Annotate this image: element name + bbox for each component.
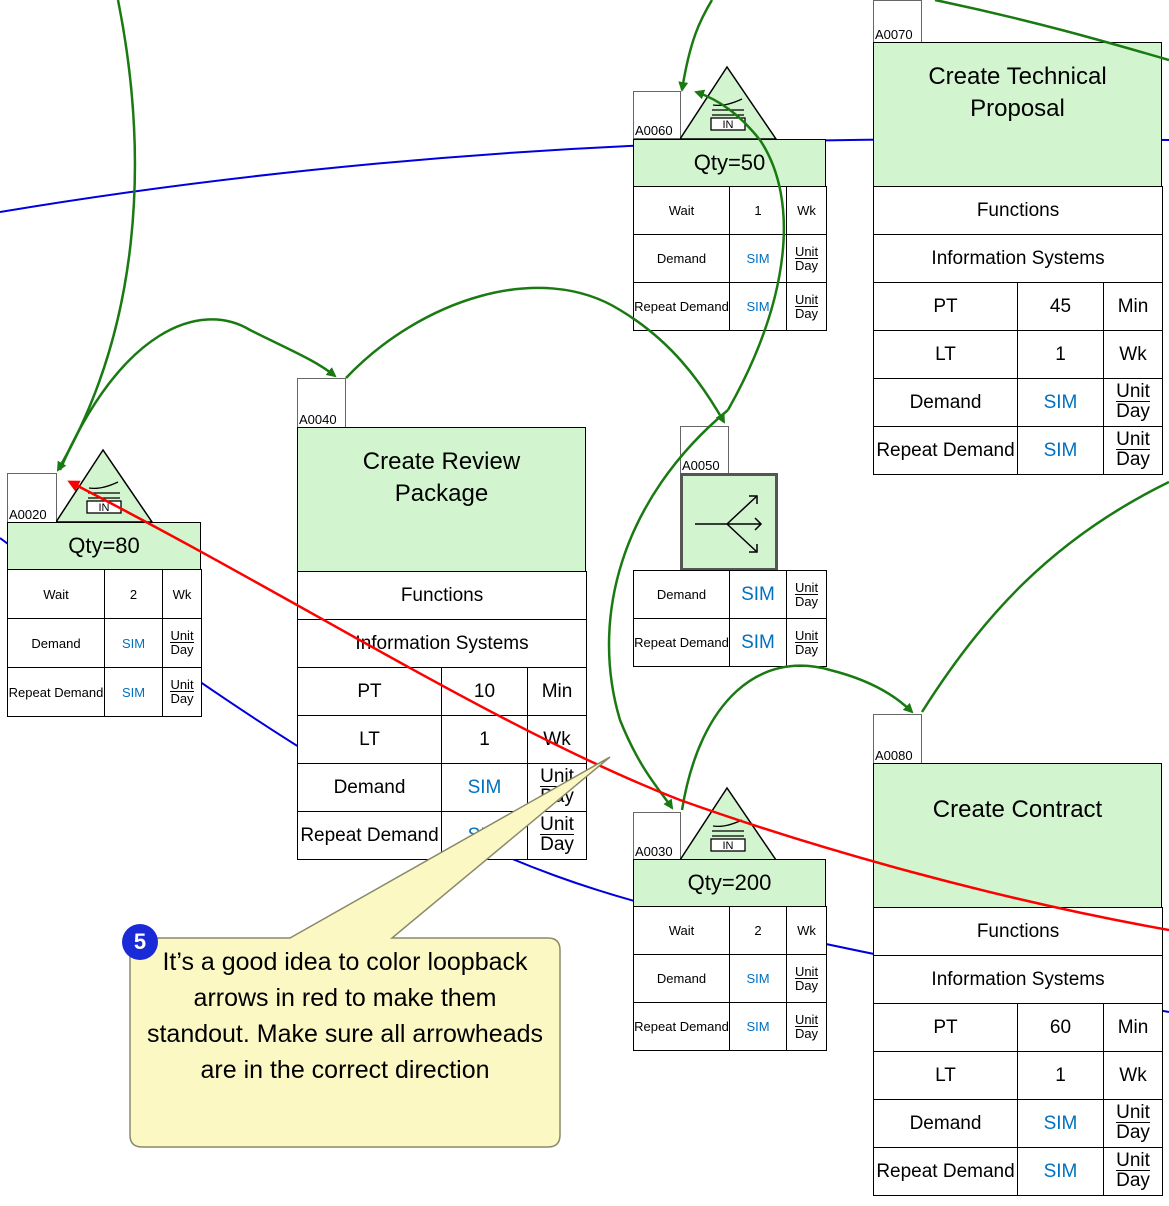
demand-value: SIM xyxy=(104,618,163,668)
process-id-a0040: A0040 xyxy=(297,378,346,428)
repeat-demand-value: SIM xyxy=(729,618,787,667)
process-id-a0080: A0080 xyxy=(873,714,922,764)
demand-label: Demand xyxy=(297,763,442,812)
demand-label: Demand xyxy=(633,954,730,1003)
pt-unit: Min xyxy=(526,667,588,716)
wait-label: Wait xyxy=(633,906,730,955)
demand-value: SIM xyxy=(729,234,787,283)
flow-arrow-into-a0060 xyxy=(678,0,714,92)
pt-unit: Min xyxy=(1102,282,1164,331)
repeat-demand-label: Repeat Demand xyxy=(297,811,442,860)
process-title-a0040: Create Review Package xyxy=(297,427,586,572)
wait-unit: Wk xyxy=(786,186,827,235)
demand-label: Demand xyxy=(7,618,105,668)
flow-arrow-a0050-to-a0030 xyxy=(607,409,729,810)
pt-unit: Min xyxy=(1102,1003,1164,1052)
flow-arrow-a0070-top xyxy=(934,0,1169,62)
wait-unit: Wk xyxy=(162,569,202,619)
lt-label: LT xyxy=(297,715,442,764)
lt-value: 1 xyxy=(1017,330,1104,379)
functions-label: Functions xyxy=(872,907,1164,956)
demand-label: Demand xyxy=(633,570,730,619)
wait-unit: Wk xyxy=(786,906,827,955)
loopback-arrow xyxy=(67,480,1169,932)
flow-arrow-into-a0020 xyxy=(56,0,137,472)
information-systems-label: Information Systems xyxy=(872,234,1164,283)
callout-badge: 5 xyxy=(122,924,158,960)
in-label: IN xyxy=(723,840,734,852)
callout-text: It’s a good idea to color loopback arrow… xyxy=(146,948,544,1084)
callout-number: 5 xyxy=(133,929,147,954)
process-id-a0070: A0070 xyxy=(873,0,922,43)
inventory-qty-a0030: Qty=200 xyxy=(633,859,826,907)
in-label: IN xyxy=(723,119,734,131)
demand-label: Demand xyxy=(633,234,730,283)
lt-unit: Wk xyxy=(526,715,588,764)
demand-value: SIM xyxy=(1017,378,1104,427)
lt-unit: Wk xyxy=(1102,330,1164,379)
pt-label: PT xyxy=(873,1003,1018,1052)
inventory-qty-a0060: Qty=50 xyxy=(633,139,826,187)
process-title-a0080: Create Contract xyxy=(873,763,1162,908)
inventory-id-a0060: A0060 xyxy=(633,91,681,139)
repeat-demand-value: SIM xyxy=(104,667,163,717)
flow-arrow-a0030-to-a0080 xyxy=(680,664,914,811)
information-systems-label: Information Systems xyxy=(872,955,1164,1004)
lt-unit: Wk xyxy=(1102,1051,1164,1100)
repeat-demand-label: Repeat Demand xyxy=(873,426,1018,475)
repeat-demand-value: SIM xyxy=(1017,426,1104,475)
branch-icon xyxy=(695,495,763,553)
decision-box-a0050 xyxy=(680,473,778,571)
in-label: IN xyxy=(99,502,110,514)
repeat-demand-label: Repeat Demand xyxy=(7,667,105,717)
inventory-id-a0020: A0020 xyxy=(7,473,57,523)
demand-value: SIM xyxy=(441,763,528,812)
demand-value: SIM xyxy=(729,954,787,1003)
wait-label: Wait xyxy=(7,569,105,619)
repeat-demand-label: Repeat Demand xyxy=(873,1147,1018,1196)
flow-arrow-a0080-out xyxy=(920,480,1169,713)
functions-label: Functions xyxy=(296,571,588,620)
flow-arrow-a0040-to-a0050 xyxy=(345,286,726,424)
demand-label: Demand xyxy=(873,1099,1018,1148)
lt-value: 1 xyxy=(1017,1051,1104,1100)
pt-label: PT xyxy=(297,667,442,716)
wait-value: 2 xyxy=(729,906,787,955)
process-title-a0070: Create Technical Proposal xyxy=(873,42,1162,187)
pt-value: 45 xyxy=(1017,282,1104,331)
inventory-id-a0030: A0030 xyxy=(633,812,681,860)
flow-arrow-a0050-to-a0060 xyxy=(694,89,786,411)
flow-arrow-a0020-to-a0040 xyxy=(58,318,337,471)
